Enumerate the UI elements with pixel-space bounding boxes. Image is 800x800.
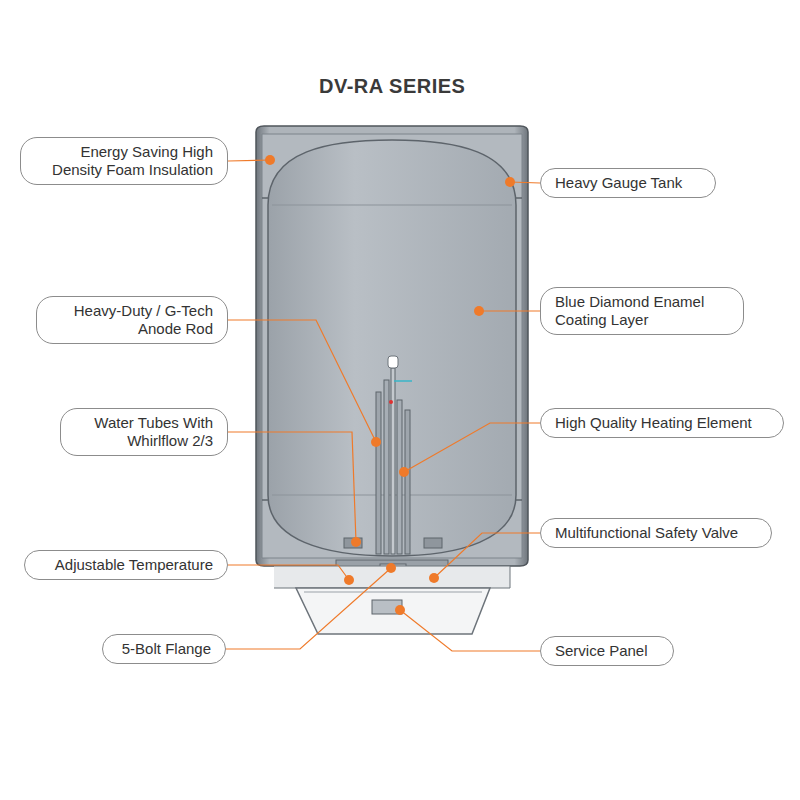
- leader-line: [404, 423, 540, 472]
- outer-housing: [256, 126, 528, 566]
- diagram-title: DV-RA SERIES: [319, 75, 465, 98]
- leader-line: [400, 610, 540, 651]
- bottom-cover-inner: [304, 592, 482, 593]
- leader-dot: [474, 306, 484, 316]
- callout-text: 5-Bolt Flange: [117, 640, 211, 658]
- leader-line: [228, 565, 349, 580]
- callout-text: High Quality Heating Element: [555, 414, 769, 432]
- leader-line: [434, 533, 540, 578]
- callout-box: Heavy Gauge Tank: [540, 168, 716, 198]
- heating-tube: [376, 392, 381, 554]
- callout-text: Energy Saving High Density Foam Insulati…: [35, 143, 213, 179]
- inner-tank: [268, 140, 516, 556]
- callout-text: Multifunctional Safety Valve: [555, 524, 757, 542]
- leader-dot: [344, 575, 354, 585]
- sensor-marker: [389, 400, 393, 404]
- callout-text: Service Panel: [555, 642, 659, 660]
- leader-lines: [226, 160, 540, 651]
- heating-tube: [384, 380, 389, 554]
- callout-box: Service Panel: [540, 636, 674, 666]
- leader-line: [228, 432, 356, 542]
- leader-dot: [395, 605, 405, 615]
- heating-tube: [397, 400, 402, 554]
- callout-box: Heavy-Duty / G-Tech Anode Rod: [36, 296, 228, 344]
- callout-text: Heavy-Duty / G-Tech Anode Rod: [51, 302, 213, 338]
- callout-text: Water Tubes With Whirlflow 2/3: [75, 414, 213, 450]
- callout-text: Adjustable Temperature: [39, 556, 213, 574]
- anode-tip: [388, 356, 398, 368]
- leader-line: [226, 568, 391, 649]
- leader-line: [479, 310, 540, 311]
- heating-tube: [405, 410, 410, 554]
- water-tube-stub: [424, 538, 442, 548]
- callout-box: Blue Diamond Enamel Coating Layer: [540, 287, 744, 335]
- anode-rod: [391, 368, 395, 554]
- sensor-marker: [394, 380, 412, 382]
- callout-box: Energy Saving High Density Foam Insulati…: [20, 137, 228, 185]
- leader-dot: [505, 177, 515, 187]
- callout-box: High Quality Heating Element: [540, 408, 784, 438]
- leader-dot: [351, 537, 361, 547]
- callout-box: Adjustable Temperature: [24, 550, 228, 580]
- leader-dots: [265, 155, 515, 615]
- water-tube-stub: [344, 538, 362, 548]
- tank-seam: [272, 205, 512, 206]
- callout-text: Blue Diamond Enamel Coating Layer: [555, 293, 729, 329]
- leader-dot: [265, 155, 275, 165]
- callout-text: Heavy Gauge Tank: [555, 174, 701, 192]
- leader-line: [228, 320, 376, 442]
- callout-box: Multifunctional Safety Valve: [540, 518, 772, 548]
- leader-line: [228, 160, 270, 161]
- leader-dot: [371, 437, 381, 447]
- leader-dot: [386, 563, 396, 573]
- callout-box: Water Tubes With Whirlflow 2/3: [60, 408, 228, 456]
- callout-box: 5-Bolt Flange: [102, 634, 226, 664]
- leader-dot: [399, 467, 409, 477]
- leader-dot: [429, 573, 439, 583]
- foam-insulation: [262, 134, 522, 558]
